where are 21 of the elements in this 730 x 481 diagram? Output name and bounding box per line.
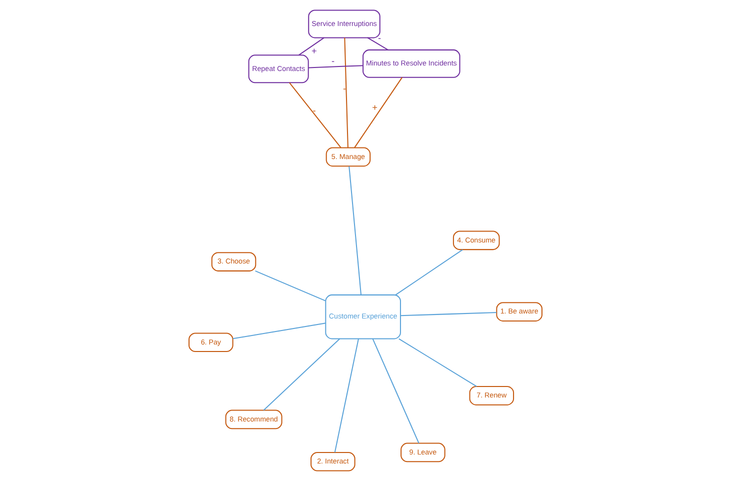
edge-label: - — [378, 32, 381, 43]
edge-label: + — [311, 46, 316, 56]
connector — [372, 338, 419, 444]
connector — [398, 338, 476, 387]
connector — [348, 166, 362, 295]
connector — [288, 82, 341, 148]
edge-label: + — [372, 102, 377, 113]
connector — [308, 65, 362, 68]
connector — [254, 270, 326, 302]
connector — [354, 77, 402, 148]
connector — [400, 312, 496, 316]
connector — [232, 322, 326, 340]
connector — [344, 38, 348, 148]
edge-label: - — [342, 83, 346, 94]
connector — [334, 338, 358, 452]
connector — [366, 37, 388, 50]
edge-label: - — [331, 56, 334, 66]
connector — [298, 37, 324, 56]
edge-label: - — [312, 105, 316, 116]
connector — [394, 249, 462, 296]
connector — [262, 338, 340, 411]
